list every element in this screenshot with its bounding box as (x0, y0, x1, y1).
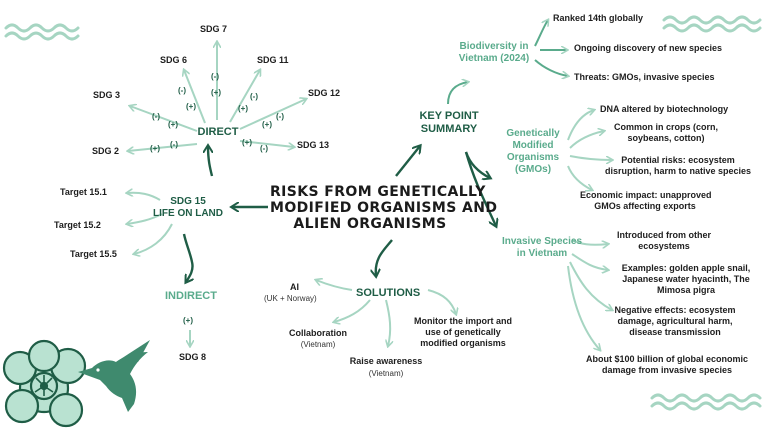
invasive-node: Invasive Species in Vietnam (494, 236, 590, 260)
invasive-item-2-line-1: Examples: golden apple snail, (621, 263, 751, 273)
invasive-item-4: About $100 billion of global economic da… (575, 354, 759, 376)
sdg-15-node: SDG 15 LIFE ON LAND (150, 196, 226, 220)
gmo-line-4: (GMOs) (514, 164, 552, 175)
invasive-item-3-line-2: damage, agricultural harm, (617, 316, 733, 326)
solution-monitor-line-2: use of genetically (425, 327, 501, 337)
invasive-item-3: Negative effects: ecosystem damage, agri… (608, 305, 742, 338)
sdg-8-label: SDG 8 (179, 352, 207, 362)
sign-sdg6-a: (-) (178, 86, 186, 95)
target-15-5: Target 15.5 (70, 249, 117, 259)
direct-label: DIRECT (197, 126, 239, 138)
solution-raise-awareness-note: (Vietnam) (368, 369, 404, 378)
sdg-3-label: SDG 3 (93, 90, 121, 100)
main-title: RISKS FROM GENETICALLY MODIFIED ORGANISM… (270, 184, 498, 232)
main-title-line-1: RISKS FROM GENETICALLY (270, 184, 486, 200)
sdg-6-label: SDG 6 (160, 55, 188, 65)
sign-sdg12-a: (+) (262, 120, 272, 129)
biodiversity-node: Biodiversity in Vietnam (2024) (448, 41, 540, 65)
gmo-line-2: Modified (512, 140, 554, 151)
gmo-item-3: Potential risks: ecosystem disruption, h… (598, 155, 758, 177)
sign-sdg11-b: (-) (250, 92, 258, 101)
solutions-label: SOLUTIONS (356, 287, 421, 299)
gmo-line-3: Organisms (506, 152, 560, 163)
sign-sdg3-b: (+) (168, 120, 178, 129)
biodiversity-line-1: Biodiversity in (459, 41, 529, 52)
hummingbird-illustration (78, 340, 150, 412)
gmo-item-1: DNA altered by biotechnology (600, 104, 729, 114)
solution-ai: AI (290, 282, 299, 292)
main-title-line-3: ALIEN ORGANISMS (293, 216, 447, 232)
sdg-15-subtitle: LIFE ON LAND (153, 208, 223, 219)
sign-sdg3-a: (-) (152, 112, 160, 121)
invasive-item-1: Introduced from other ecosystems (608, 230, 720, 252)
sign-sdg13-a: (+) (242, 138, 252, 147)
invasive-item-4-line-1: About $100 billion of global economic (585, 354, 748, 364)
gmo-item-4: Economic impact: unapproved GMOs affecti… (580, 190, 712, 212)
sdg-7-label: SDG 7 (200, 24, 228, 34)
gmo-item-2-line-1: Common in crops (corn, (613, 122, 718, 132)
invasive-item-2-line-2: Japanese water hyacinth, The (622, 274, 750, 284)
key-point-line-1: KEY POINT (419, 110, 479, 122)
indirect-sign: (+) (183, 316, 193, 325)
gmo-item-4-line-2: GMOs affecting exports (594, 201, 696, 211)
invasive-item-2-line-3: Mimosa pigra (656, 285, 715, 295)
gmo-item-4-line-1: Economic impact: unapproved (580, 190, 712, 200)
main-title-line-2: MODIFIED ORGANISMS AND (270, 200, 498, 216)
biodiversity-item-1: Ranked 14th globally (553, 13, 644, 23)
solution-ai-note: (UK + Norway) (264, 294, 317, 303)
sign-sdg11-a: (+) (238, 104, 248, 113)
gmo-node: Genetically Modified Organisms (GMOs) (497, 128, 569, 176)
gmo-line-1: Genetically (506, 128, 560, 139)
gmo-item-2: Common in crops (corn, soybeans, cotton) (604, 122, 728, 144)
key-point-line-2: SUMMARY (420, 123, 478, 135)
sdg-15-title: SDG 15 (170, 196, 206, 207)
biodiversity-item-2: Ongoing discovery of new species (574, 43, 723, 53)
key-point-summary: KEY POINT SUMMARY (412, 110, 486, 136)
sign-sdg13-b: (-) (260, 144, 268, 153)
wave-decoration-bottom-right (650, 393, 762, 411)
sdg-13-label: SDG 13 (297, 140, 330, 150)
biodiversity-line-2: Vietnam (2024) (458, 53, 530, 64)
wave-decoration-top-left (4, 23, 80, 41)
sign-sdg2-b: (-) (170, 140, 178, 149)
target-15-2: Target 15.2 (54, 220, 101, 230)
indirect-label: INDIRECT (165, 290, 217, 302)
solution-monitor-line-1: Monitor the import and (414, 316, 512, 326)
gmo-item-2-line-2: soybeans, cotton) (627, 133, 705, 143)
gmo-item-3-line-2: disruption, harm to native species (604, 166, 752, 176)
target-15-1: Target 15.1 (60, 187, 107, 197)
sign-sdg7-b: (+) (211, 88, 221, 97)
invasive-item-2: Examples: golden apple snail, Japanese w… (606, 263, 766, 296)
invasive-line-1: Invasive Species (501, 236, 583, 247)
solution-collaboration-note: (Vietnam) (300, 340, 336, 349)
invasive-item-3-line-3: disease transmission (629, 327, 721, 337)
sdg-12-label: SDG 12 (308, 88, 341, 98)
sign-sdg2-a: (+) (150, 144, 160, 153)
sign-sdg12-b: (-) (276, 112, 284, 121)
biodiversity-item-3: Threats: GMOs, invasive species (574, 72, 715, 82)
invasive-item-4-line-2: damage from invasive species (601, 365, 733, 375)
invasive-line-2: in Vietnam (516, 248, 568, 259)
invasive-item-3-line-1: Negative effects: ecosystem (614, 305, 736, 315)
flower-illustration (2, 339, 87, 428)
invasive-item-1-line-1: Introduced from other (617, 230, 711, 240)
sdg-11-label: SDG 11 (257, 55, 289, 65)
sdg-2-label: SDG 2 (92, 146, 120, 156)
invasive-item-1-line-2: ecosystems (638, 241, 690, 251)
solution-collaboration: Collaboration (289, 328, 347, 338)
solution-raise-awareness: Raise awareness (349, 356, 423, 366)
gmo-item-3-line-1: Potential risks: ecosystem (621, 155, 735, 165)
wave-decoration-top-right (662, 15, 762, 33)
solution-monitor-line-3: modified organisms (420, 338, 506, 348)
sign-sdg6-b: (+) (186, 102, 196, 111)
solution-monitor: Monitor the import and use of geneticall… (408, 316, 518, 349)
sign-sdg7-a: (-) (211, 72, 219, 81)
